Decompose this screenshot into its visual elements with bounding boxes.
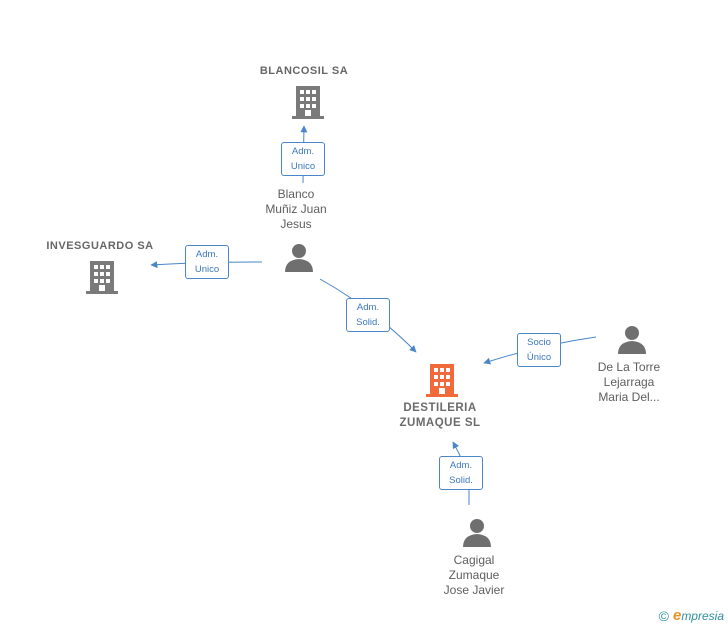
company-label-line: ZUMAQUE SL: [399, 417, 481, 429]
building-icon[interactable]: [426, 362, 458, 398]
role-line: Unico: [290, 161, 316, 172]
role-badge-blanco-blancosil: Adm. Unico: [281, 142, 325, 176]
person-label-line: Maria Del...: [598, 390, 660, 404]
person-icon[interactable]: [617, 325, 647, 355]
role-line: Socio: [527, 337, 551, 348]
company-label-destileria[interactable]: DESTILERIA ZUMAQUE SL: [378, 401, 502, 431]
role-badge-delatorre-destileria: Socio Único: [517, 333, 561, 367]
brand-name: mpresia: [681, 609, 724, 623]
role-line: Solid.: [356, 317, 380, 328]
person-label-line: Jose Javier: [443, 583, 505, 597]
role-line: Adm.: [356, 302, 380, 313]
building-icon[interactable]: [292, 84, 324, 120]
person-label-blanco[interactable]: Blanco Muñiz Juan Jesus: [246, 187, 346, 232]
person-label-line: Zumaque: [448, 568, 500, 582]
company-label-blancosil[interactable]: BLANCOSIL SA: [259, 65, 349, 77]
person-label-line: Cagigal: [453, 553, 495, 567]
brand-logo: empresia: [673, 607, 724, 624]
person-label-line: Jesus: [280, 217, 312, 231]
role-line: Adm.: [449, 460, 473, 471]
brand-footer[interactable]: © empresia: [659, 607, 724, 624]
person-label-line: Lejarraga: [603, 375, 655, 389]
role-line: Único: [526, 352, 552, 363]
company-label-invesguardo[interactable]: INVESGUARDO SA: [46, 240, 154, 252]
person-label-line: De La Torre: [597, 360, 661, 374]
role-line: Adm.: [195, 249, 219, 260]
person-label-delatorre[interactable]: De La Torre Lejarraga Maria Del...: [578, 360, 680, 405]
person-icon[interactable]: [284, 243, 314, 273]
person-icon[interactable]: [462, 518, 492, 548]
building-icon[interactable]: [86, 259, 118, 295]
person-label-cagigal[interactable]: Cagigal Zumaque Jose Javier: [424, 553, 524, 598]
copyright-icon: ©: [658, 607, 669, 624]
role-badge-blanco-destileria: Adm. Solid.: [346, 298, 390, 332]
role-line: Unico: [194, 264, 220, 275]
role-badge-blanco-invesguardo: Adm. Unico: [185, 245, 229, 279]
role-line: Adm.: [291, 146, 315, 157]
person-label-line: Muñiz Juan: [265, 202, 327, 216]
person-label-line: Blanco: [277, 187, 315, 201]
role-badge-cagigal-destileria: Adm. Solid.: [439, 456, 483, 490]
company-label-line: DESTILERIA: [403, 402, 477, 414]
brand-initial: e: [672, 607, 682, 624]
role-line: Solid.: [449, 475, 473, 486]
